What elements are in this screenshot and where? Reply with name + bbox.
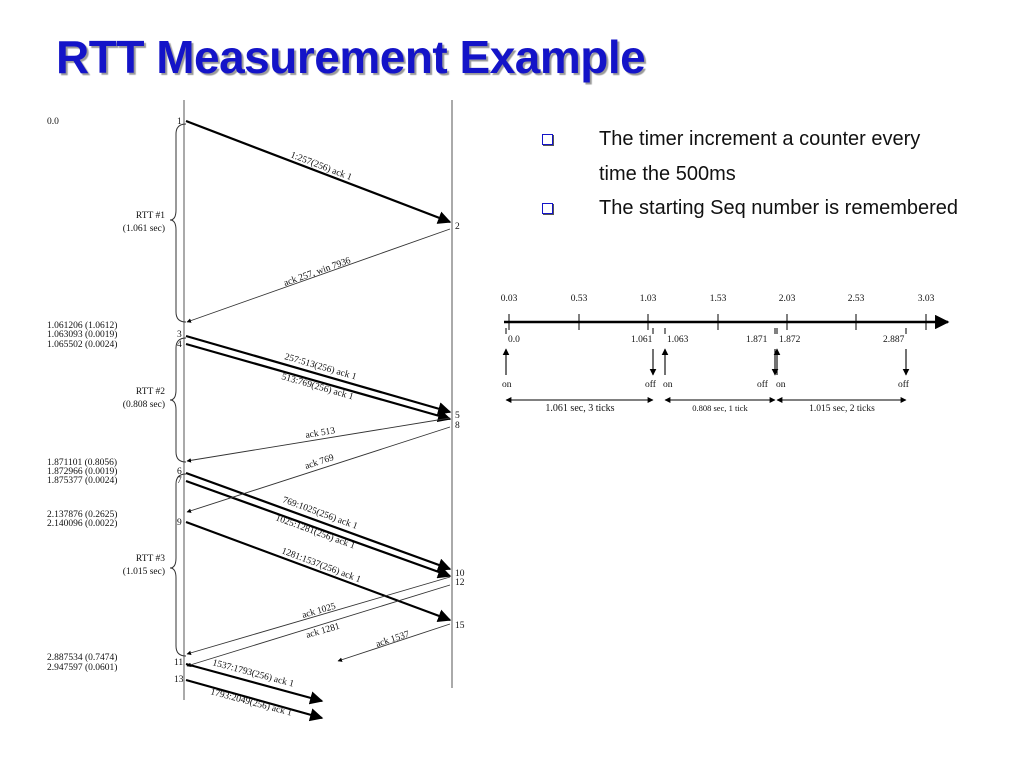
sender-event-number: 13 [174, 675, 184, 685]
tick-label: 0.53 [571, 294, 588, 304]
ack-arrow [186, 417, 451, 463]
time-label: 1.063093 (0.0019) [47, 329, 117, 340]
rtt-bracket-2 [169, 337, 187, 463]
tick-timer-diagram: 0.03 0.53 1.03 1.53 2.03 2.53 3.03 0.0 1… [501, 294, 950, 414]
sender-event-number: 6 [177, 467, 182, 477]
state-label: on [502, 380, 512, 390]
receiver-event-number: 15 [455, 621, 465, 631]
ack-arrow [186, 228, 451, 323]
rtt-value: (0.808 sec) [123, 399, 165, 410]
rtt-label: RTT #2 [136, 387, 165, 397]
time-label: 1.872966 (0.0019) [47, 466, 117, 477]
sender-event-number: 3 [177, 330, 182, 340]
tick-label: 0.03 [501, 294, 518, 304]
segment-arrow [185, 342, 452, 423]
ack-arrow [186, 426, 451, 513]
time-label: 2.887534 (0.7474) [47, 652, 117, 663]
time-label: 2.137876 (0.2625) [47, 509, 117, 520]
state-label: off [898, 379, 910, 390]
state-label: off [645, 379, 657, 390]
rtt-value: (1.061 sec) [123, 223, 165, 234]
event-label: 1.872 [779, 335, 801, 345]
tick-label: 3.03 [918, 294, 935, 304]
segment-label: 1281:1537(256) ack 1 [280, 546, 363, 586]
time-label: 1.061206 (1.0612) [47, 320, 117, 331]
ack-arrow [186, 584, 451, 667]
bullet-text: The starting Seq number is remembered [599, 197, 959, 219]
time-label: 0.0 [47, 117, 59, 127]
ack-arrow [186, 576, 451, 656]
tick-label: 1.03 [640, 294, 657, 304]
receiver-event-number: 12 [455, 578, 465, 588]
receiver-event-number: 10 [455, 569, 465, 579]
rtt-bracket-1 [169, 123, 187, 323]
segment-arrow [185, 334, 452, 416]
time-label: 1.875377 (0.0024) [47, 475, 117, 486]
tick-label: 2.53 [848, 294, 865, 304]
checkbox-bullet-icon [542, 203, 553, 214]
span-label: 1.061 sec, 3 ticks [545, 403, 614, 414]
sender-event-number: 9 [177, 518, 182, 528]
bullet-list: The timer increment a counter every time… [540, 122, 960, 222]
span-label: 1.015 sec, 2 ticks [809, 404, 875, 414]
segment-arrow [185, 119, 452, 224]
time-label: 1.871101 (0.8056) [47, 457, 117, 468]
event-label: 1.061 [631, 335, 653, 345]
receiver-event-number: 5 [455, 411, 460, 421]
rtt-bracket-3 [169, 473, 187, 657]
tick-label: 2.03 [779, 294, 796, 304]
segment-label: ack 257, win 7936 [283, 256, 353, 289]
receiver-event-number: 2 [455, 222, 460, 232]
time-label: 1.065502 (0.0024) [47, 339, 117, 350]
rtt-label: RTT #1 [136, 211, 165, 221]
rtt-value: (1.015 sec) [123, 566, 165, 577]
sender-event-number: 11 [174, 658, 183, 668]
segment-label: ack 1537 [375, 630, 411, 650]
state-label: on [663, 380, 673, 390]
segment-arrow [185, 471, 452, 572]
sender-event-number: 7 [177, 476, 182, 486]
segment-label: ack 1281 [305, 622, 341, 641]
state-label: off [757, 379, 769, 390]
bullet-text: The timer increment a counter every time… [599, 128, 921, 185]
segment-label: ack 1025 [301, 602, 337, 621]
segment-label: 1793:2049(256) ack 1 [209, 686, 293, 718]
event-label: 1.063 [667, 335, 689, 345]
segment-arrow [185, 662, 324, 705]
span-label: 0.808 sec, 1 tick [692, 403, 748, 413]
segment-arrow [185, 678, 324, 722]
time-label: 2.140096 (0.0022) [47, 518, 117, 529]
time-label: 2.947597 (0.0601) [47, 662, 117, 673]
bullet-item: The timer increment a counter every time… [540, 122, 960, 192]
event-label: 0.0 [508, 335, 520, 345]
tick-label: 1.53 [710, 294, 727, 304]
segment-arrow [185, 520, 452, 623]
receiver-event-number: 8 [455, 421, 460, 431]
sender-event-number: 1 [177, 117, 182, 127]
event-label: 1.871 [746, 335, 768, 345]
bullet-item: The starting Seq number is remembered [540, 194, 960, 222]
checkbox-bullet-icon [542, 134, 553, 145]
rtt-label: RTT #3 [136, 554, 165, 564]
event-label: 2.887 [883, 335, 905, 345]
segment-label: 1:257(256) ack 1 [289, 150, 354, 184]
segment-label: ack 513 [305, 426, 336, 441]
state-label: on [776, 380, 786, 390]
segment-arrow [185, 479, 452, 579]
sender-event-number: 4 [177, 340, 182, 350]
slide-title: RTT Measurement Example [56, 31, 646, 83]
ack-arrow [337, 623, 451, 662]
